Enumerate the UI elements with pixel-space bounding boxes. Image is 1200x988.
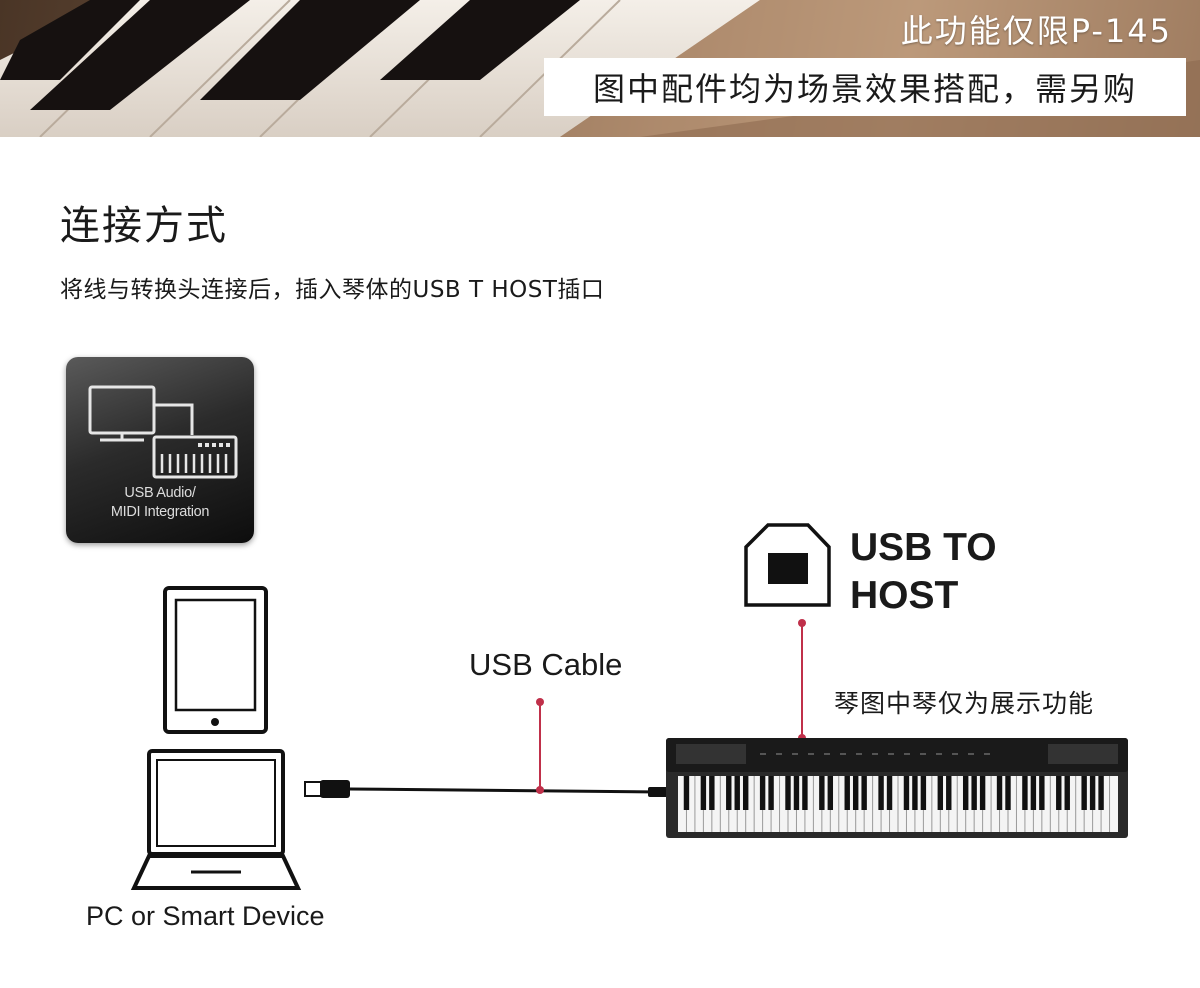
digital-piano-image bbox=[666, 738, 1128, 838]
black-key bbox=[852, 776, 859, 810]
cable-label: USB Cable bbox=[469, 647, 623, 682]
usb-to-host-line2: HOST bbox=[850, 574, 959, 617]
black-key bbox=[683, 776, 690, 810]
black-key bbox=[742, 776, 749, 810]
black-key bbox=[844, 776, 850, 810]
black-key bbox=[878, 776, 884, 810]
badge-label-line1: USB Audio/ bbox=[124, 485, 196, 501]
model-note: 此功能仅限P-145 bbox=[900, 12, 1172, 50]
black-key bbox=[734, 776, 740, 810]
black-key bbox=[886, 776, 893, 810]
tablet-icon bbox=[163, 586, 268, 734]
black-key bbox=[903, 776, 910, 810]
usb-midi-badge: USB Audio/ MIDI Integration bbox=[66, 357, 254, 543]
top-banner: 此功能仅限P-145 图中配件均为场景效果搭配，需另购 bbox=[0, 0, 1200, 137]
laptop-icon bbox=[130, 749, 302, 890]
black-key bbox=[1022, 776, 1028, 810]
black-key bbox=[827, 776, 834, 810]
accessory-note-box: 图中配件均为场景效果搭配，需另购 bbox=[544, 58, 1186, 116]
black-key bbox=[971, 776, 977, 810]
usb-to-host-label: USB TO HOST bbox=[850, 524, 997, 620]
section-title: 连接方式 bbox=[60, 203, 228, 249]
black-key bbox=[793, 776, 800, 810]
black-key bbox=[946, 776, 952, 810]
black-key bbox=[1098, 776, 1104, 810]
black-key bbox=[1030, 776, 1037, 810]
black-key bbox=[996, 776, 1003, 810]
usb-b-port-icon bbox=[744, 523, 831, 607]
black-key bbox=[709, 776, 715, 810]
black-key bbox=[726, 776, 732, 810]
black-key bbox=[1056, 776, 1062, 810]
black-key bbox=[1064, 776, 1070, 810]
black-key bbox=[1081, 776, 1087, 810]
port-pointer bbox=[798, 619, 806, 742]
black-key bbox=[768, 776, 774, 810]
black-key bbox=[861, 776, 867, 810]
accessory-note: 图中配件均为场景效果搭配，需另购 bbox=[592, 70, 1137, 108]
black-key bbox=[1089, 776, 1096, 810]
cable-pointer bbox=[536, 698, 544, 794]
black-key bbox=[785, 776, 791, 810]
black-key bbox=[1005, 776, 1011, 810]
black-key bbox=[819, 776, 825, 810]
black-key bbox=[1039, 776, 1045, 810]
black-key bbox=[912, 776, 918, 810]
badge-label-line2: MIDI Integration bbox=[110, 504, 210, 520]
usb-cable bbox=[304, 780, 668, 798]
piano-display-note: 琴图中琴仅为展示功能 bbox=[834, 689, 1095, 718]
black-key bbox=[979, 776, 986, 810]
black-key bbox=[937, 776, 944, 810]
section-description: 将线与转换头连接后，插入琴体的USB T HOST插口 bbox=[60, 277, 605, 303]
computer-keyboard-icon bbox=[88, 385, 238, 479]
black-key bbox=[920, 776, 927, 810]
black-key bbox=[802, 776, 808, 810]
usb-to-host-line1: USB TO bbox=[850, 526, 997, 569]
devices-label: PC or Smart Device bbox=[86, 901, 325, 931]
black-key bbox=[962, 776, 969, 810]
black-key bbox=[700, 776, 707, 810]
black-key bbox=[759, 776, 766, 810]
